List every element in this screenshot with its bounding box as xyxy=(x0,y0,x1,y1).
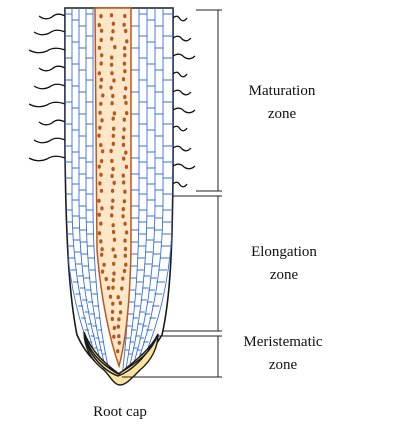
elongation-label-line2: zone xyxy=(270,267,299,283)
vascular-cylinder xyxy=(94,7,132,369)
maturation-label-line1: Maturation xyxy=(249,83,316,99)
meristematic-label-line1: Meristematic xyxy=(243,334,322,350)
root-cap-label: Root cap xyxy=(93,404,147,420)
root-cap xyxy=(83,331,159,386)
maturation-label-line2: zone xyxy=(268,106,297,122)
zone-brackets xyxy=(122,9,222,378)
elongation-label-line1: Elongation xyxy=(251,244,317,260)
root-hairs xyxy=(28,13,196,188)
meristematic-bracket xyxy=(122,335,222,378)
vascular-dots xyxy=(97,13,129,354)
meristematic-label-line2: zone xyxy=(269,357,298,373)
maturation-bracket xyxy=(196,9,222,192)
elongation-bracket xyxy=(162,195,222,332)
